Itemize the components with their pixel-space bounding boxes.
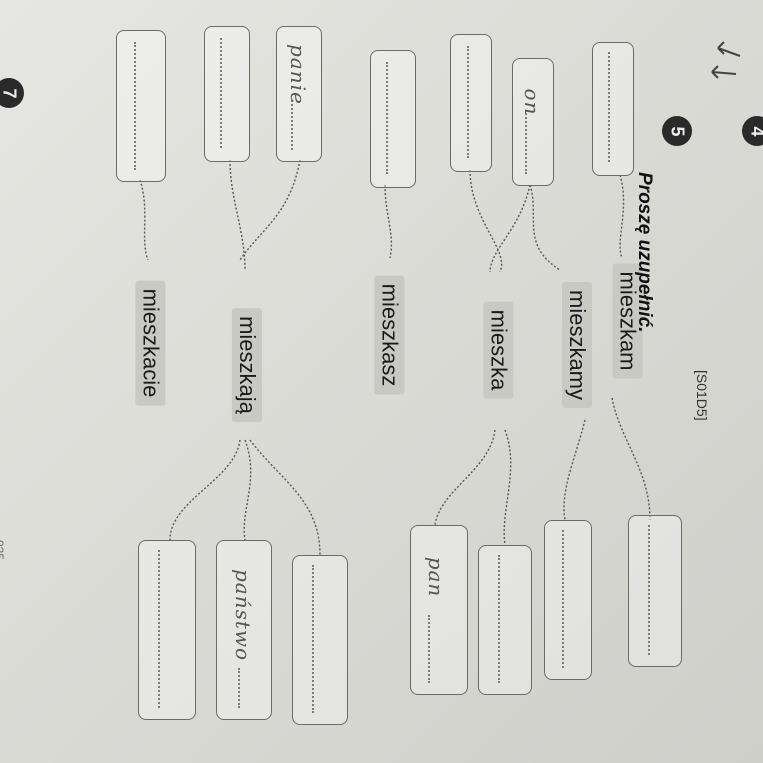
prev-exercise-badge: 4 bbox=[742, 116, 763, 146]
writing-line bbox=[386, 62, 388, 174]
answer-box-mieszkaja-top-left[interactable] bbox=[204, 26, 250, 162]
writing-line bbox=[467, 46, 469, 158]
writing-line bbox=[220, 38, 222, 148]
answer-box-mieszkamy-bottom[interactable] bbox=[544, 520, 592, 680]
writing-line bbox=[238, 668, 240, 708]
writing-line bbox=[648, 525, 650, 655]
answer-box-mieszkaja-top-right[interactable] bbox=[276, 26, 322, 162]
answer-box-mieszkasz-top[interactable] bbox=[370, 50, 416, 188]
answer-box-mieszkaja-bottom-right[interactable] bbox=[292, 555, 348, 725]
writing-line bbox=[291, 100, 293, 150]
answer-box-mieszkacie-bottom[interactable] bbox=[138, 540, 196, 720]
answer-box-mieszka-top[interactable] bbox=[450, 34, 492, 172]
writing-line bbox=[312, 565, 314, 713]
writing-line bbox=[158, 550, 160, 708]
answer-box-mieszka-bottom-right[interactable] bbox=[478, 545, 532, 695]
writing-line bbox=[562, 530, 564, 668]
arrow-icon bbox=[711, 71, 737, 75]
writing-line bbox=[134, 42, 136, 170]
exercise-number-badge: 5 bbox=[662, 116, 692, 146]
arrow-icon bbox=[717, 47, 741, 57]
answer-box-mieszkam-bottom[interactable] bbox=[628, 515, 682, 667]
page-number: 025 bbox=[0, 540, 6, 561]
writing-line bbox=[498, 555, 500, 683]
answer-box-mieszkaja-bottom-left[interactable] bbox=[216, 540, 272, 720]
next-exercise-badge: 7 bbox=[0, 78, 24, 108]
answer-box-mieszkamy-top[interactable] bbox=[512, 58, 554, 186]
writing-line bbox=[428, 615, 430, 683]
answer-box-mieszkacie-top[interactable] bbox=[116, 30, 166, 182]
answer-box-mieszka-bottom-left[interactable] bbox=[410, 525, 468, 695]
answer-box-mieszkam-top[interactable] bbox=[592, 42, 634, 176]
writing-line bbox=[525, 110, 527, 174]
writing-line bbox=[608, 52, 610, 162]
